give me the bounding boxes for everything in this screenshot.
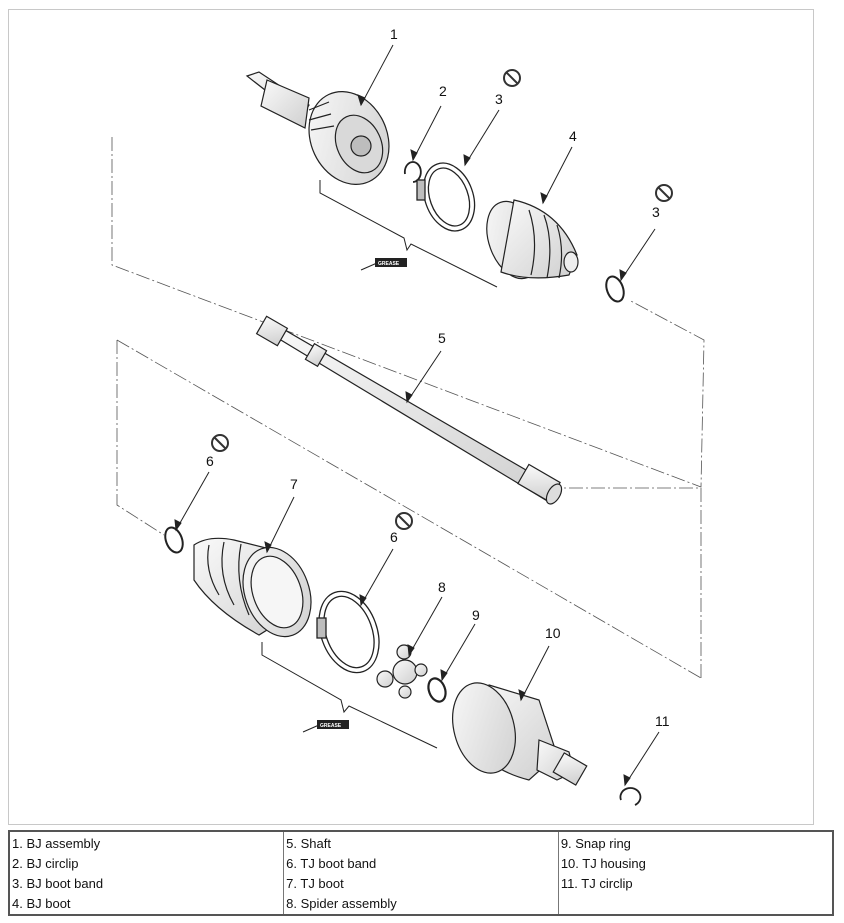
- prohibited-icon: [211, 434, 229, 452]
- callout-1: 1: [390, 26, 398, 42]
- callout-6: 6: [390, 529, 398, 545]
- legend-item: 7. TJ boot: [286, 876, 344, 891]
- callout-11: 11: [655, 713, 670, 729]
- callout-7: 7: [290, 476, 298, 492]
- svg-text:GREASE: GREASE: [320, 723, 342, 729]
- svg-text:GREASE: GREASE: [378, 261, 400, 267]
- callout-9: 9: [472, 607, 480, 623]
- legend-item: 9. Snap ring: [560, 836, 631, 851]
- callout-3: 3: [652, 204, 660, 220]
- tj-boot-part: [193, 537, 312, 638]
- legend-item: 8. Spider assembly: [286, 896, 397, 911]
- callout-2: 2: [439, 83, 447, 99]
- diagram-canvas: GREASE: [111, 26, 705, 806]
- do-not-reuse-icons: [211, 69, 673, 530]
- tj-bracket: [261, 642, 438, 749]
- tj-housing-part: [452, 682, 588, 786]
- legend-item: 3. BJ boot band: [12, 876, 104, 891]
- bj-boot-band-small-part: [605, 275, 625, 303]
- legend-item: 2. BJ circlip: [12, 856, 79, 871]
- exploded-diagram: GREASE: [8, 9, 814, 825]
- legend-item: 11. TJ circlip: [560, 876, 633, 891]
- tj-circlip-part: [619, 787, 642, 806]
- assembly-guide-lines: [111, 137, 705, 679]
- callout-6: 6: [206, 453, 214, 469]
- tj-boot-band-small-part: [164, 526, 184, 554]
- bj-assembly-part: [245, 71, 390, 185]
- legend-item: 4. BJ boot: [12, 896, 71, 911]
- callout-4: 4: [569, 128, 577, 144]
- legend-column-2: 5. Shaft 6. TJ boot band 7. TJ boot 8. S…: [283, 830, 559, 916]
- legend-column-1: 1. BJ assembly 2. BJ circlip 3. BJ boot …: [8, 830, 285, 916]
- bj-bracket: [319, 180, 498, 288]
- callout-3: 3: [495, 91, 503, 107]
- prohibited-icon: [503, 69, 521, 87]
- callout-10: 10: [545, 625, 561, 641]
- prohibited-icon: [655, 184, 673, 202]
- legend-item: 5. Shaft: [286, 836, 331, 851]
- bj-boot-part: [486, 199, 579, 280]
- callout-5: 5: [438, 330, 446, 346]
- tj-boot-band-large-part: [316, 590, 380, 674]
- callout-labels: 1 2 3 4 3 5 6 7 6 8 9 10 11: [206, 26, 670, 729]
- grease-icon: GREASE: [360, 258, 407, 271]
- legend-item: 10. TJ housing: [560, 856, 646, 871]
- parts-legend-table: 1. BJ assembly 2. BJ circlip 3. BJ boot …: [8, 830, 834, 916]
- leader-lines: [174, 44, 660, 787]
- legend-item: 6. TJ boot band: [286, 856, 377, 871]
- legend-column-3: 9. Snap ring 10. TJ housing 11. TJ circl…: [557, 830, 834, 916]
- prohibited-icon: [395, 512, 413, 530]
- spider-assembly-part: [376, 644, 428, 699]
- legend-item: [561, 894, 830, 914]
- callout-8: 8: [438, 579, 446, 595]
- shaft-part: [255, 315, 563, 505]
- bj-boot-band-large-part: [416, 162, 476, 232]
- snap-ring-part: [427, 677, 447, 703]
- bj-circlip-part: [403, 161, 422, 183]
- legend-item: 1. BJ assembly: [12, 836, 101, 851]
- grease-icon: GREASE: [302, 720, 349, 733]
